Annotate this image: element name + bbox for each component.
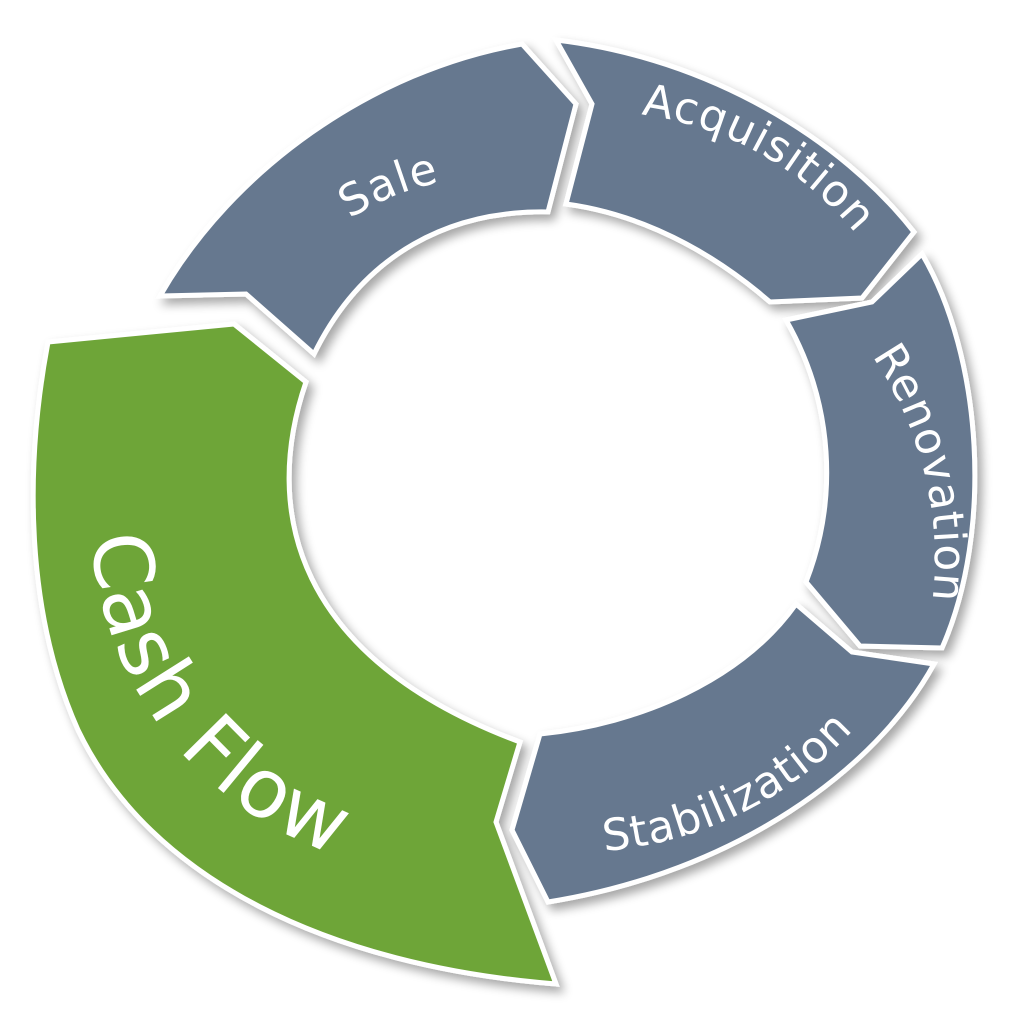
segment-cash-flow — [30, 321, 560, 987]
segment-renovation — [782, 250, 978, 651]
segment-sale — [155, 41, 579, 359]
segment-stabilization — [509, 600, 938, 905]
segment-acquisition — [551, 36, 918, 305]
